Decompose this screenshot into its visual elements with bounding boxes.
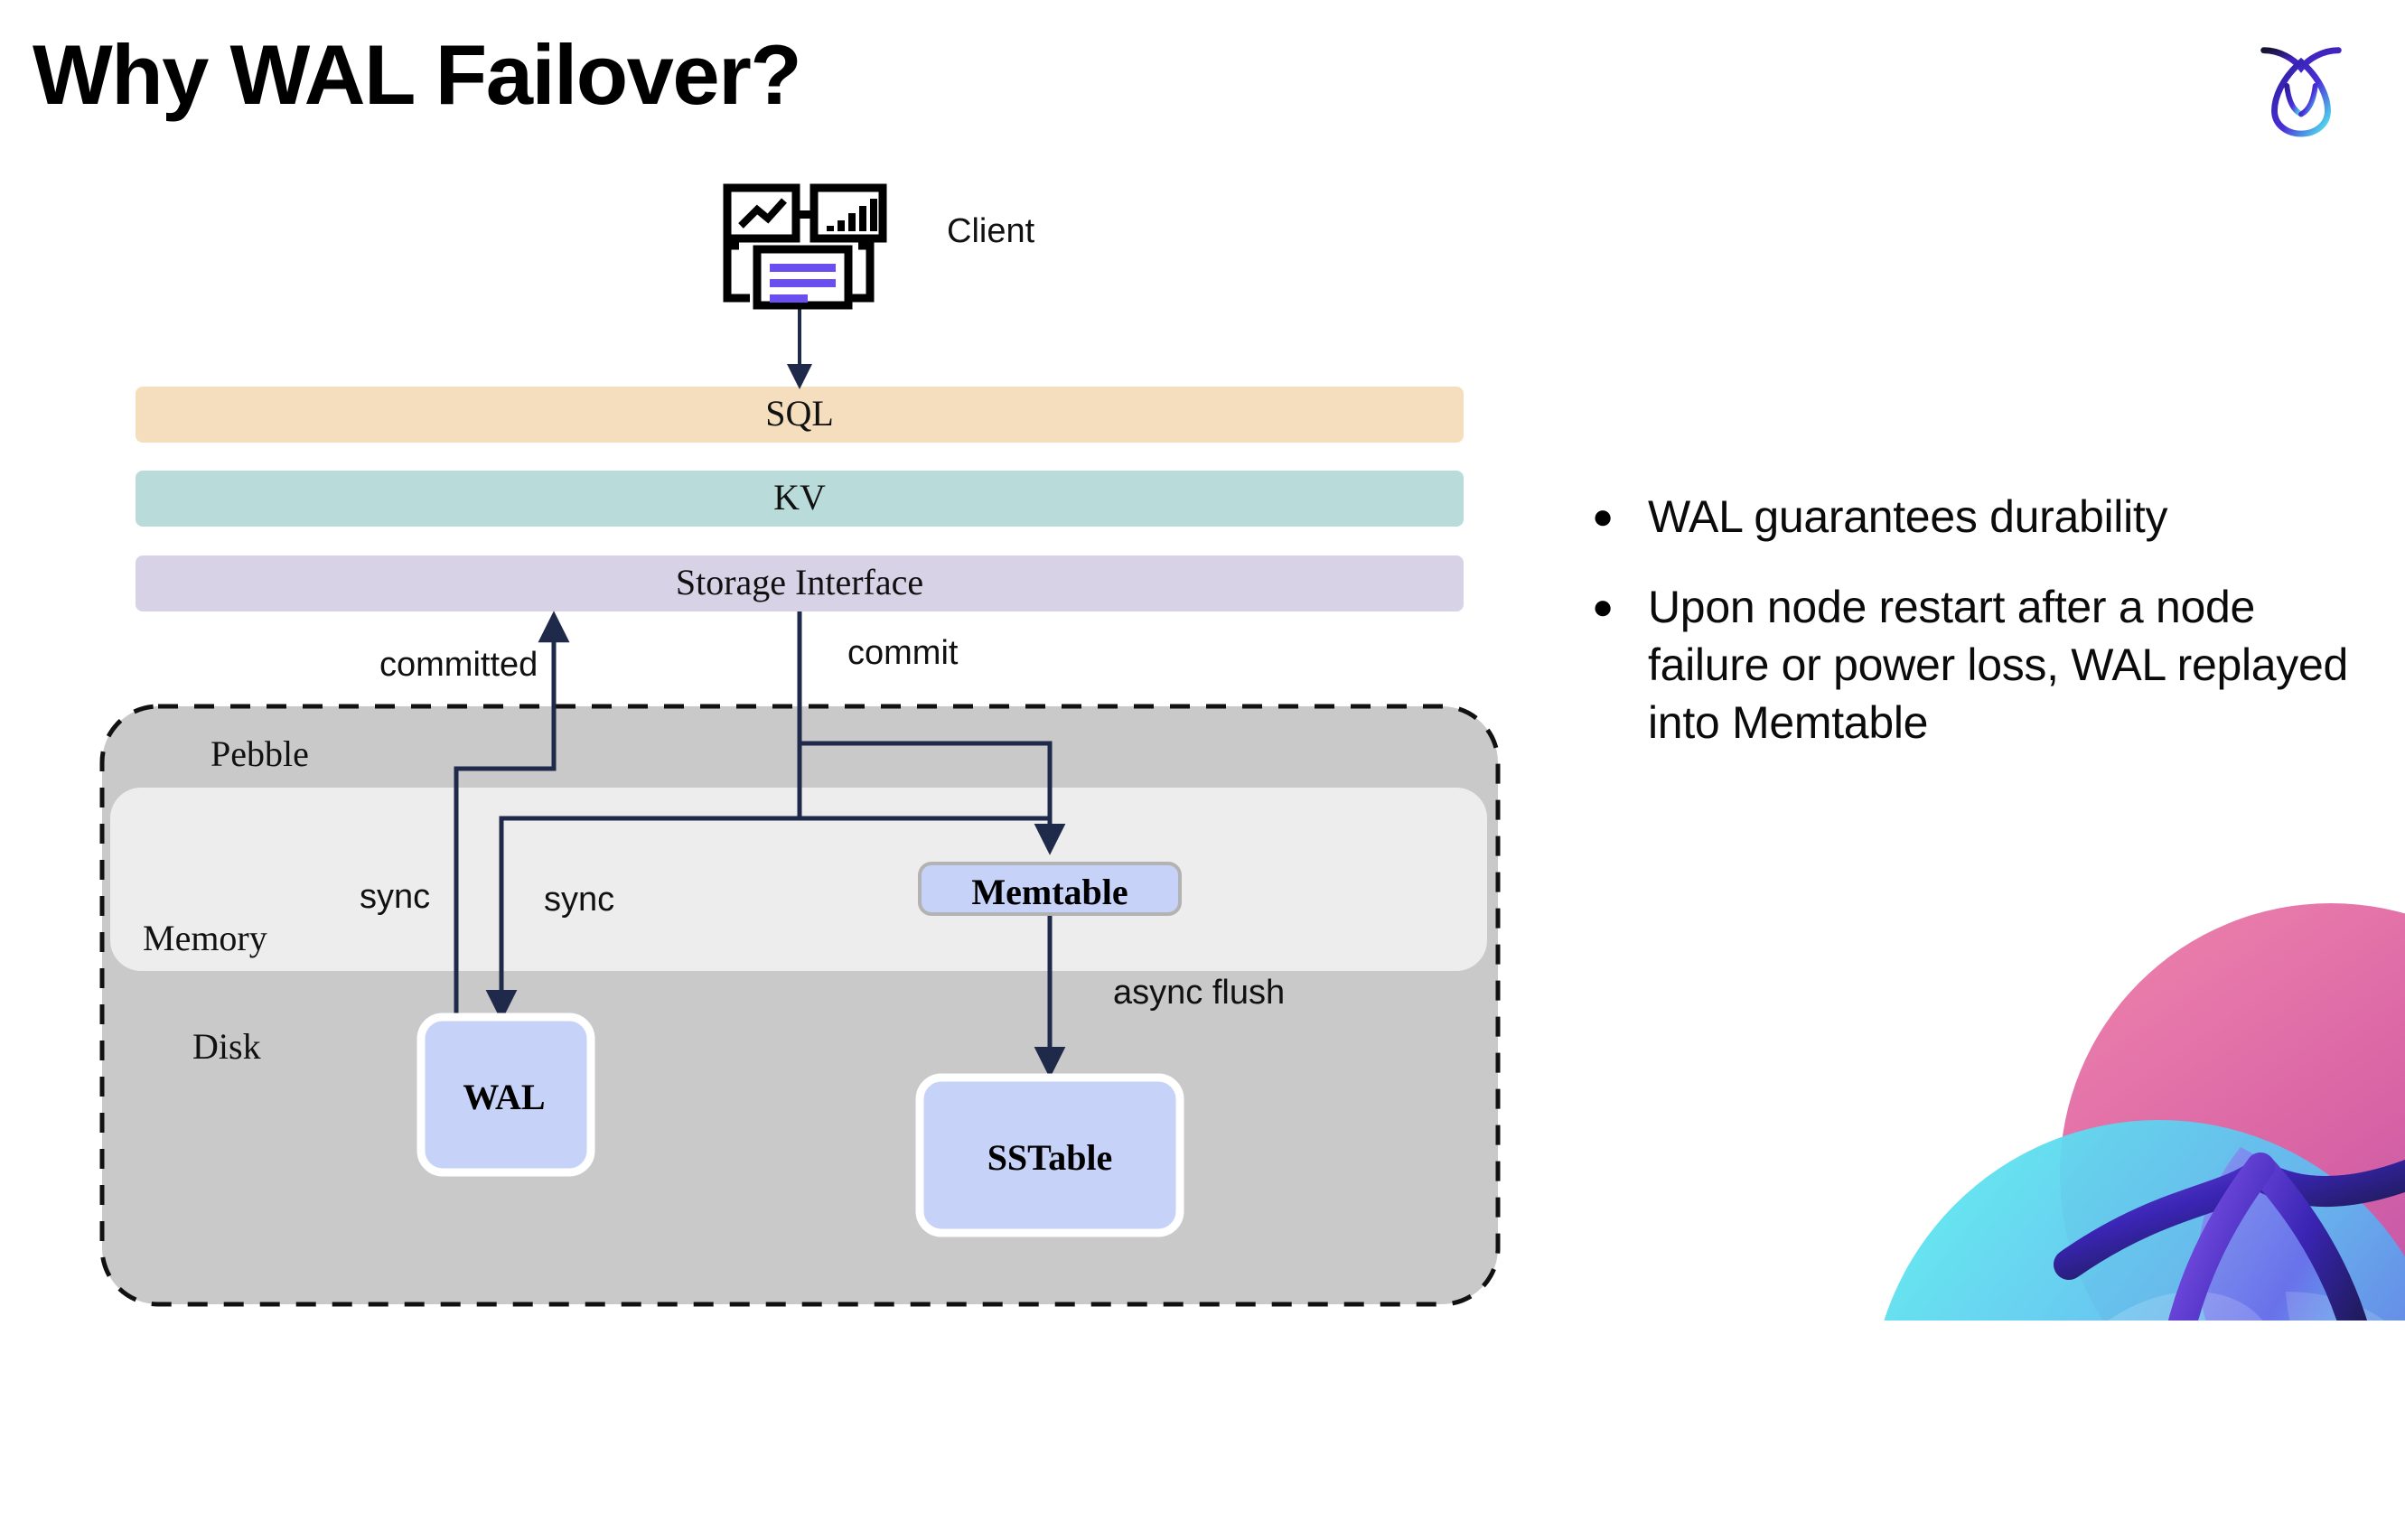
architecture-diagram: Pebble Memory Disk SQL KV Storage Interf…: [99, 183, 1501, 1307]
edge-label-committed: committed: [379, 646, 538, 684]
edge-label-async-flush: async flush: [1113, 974, 1285, 1012]
layer-label-sql: SQL: [765, 393, 834, 434]
disk-label: Disk: [192, 1026, 261, 1067]
bullet-marker: ●: [1592, 497, 1614, 537]
edge-label-sync-right: sync: [544, 881, 614, 919]
node-wal[interactable]: WAL: [416, 1013, 595, 1177]
edge-storage-to-memtable: [797, 611, 1066, 855]
layer-bar-storage: Storage Interface: [136, 555, 1464, 611]
bullet-list: ● WAL guarantees durability ● Upon node …: [1586, 488, 2363, 784]
node-label-wal: WAL: [463, 1077, 545, 1117]
list-item: ● WAL guarantees durability: [1586, 488, 2363, 546]
client-label: Client: [947, 212, 1035, 250]
bullet-text: WAL guarantees durability: [1648, 491, 2168, 542]
memory-label: Memory: [143, 918, 267, 958]
edge-wal-to-storage: [454, 611, 570, 1021]
pebble-label: Pebble: [211, 733, 309, 774]
edge-commit-branch: [800, 741, 1053, 818]
cockroachdb-watermark-graphic: [1861, 903, 2405, 1535]
node-sstable[interactable]: SSTable: [915, 1073, 1184, 1237]
layer-bar-sql: SQL: [136, 387, 1464, 443]
page-title: Why WAL Failover?: [33, 27, 802, 122]
bullet-text: Upon node restart after a node failure o…: [1648, 582, 2349, 748]
node-label-memtable: Memtable: [971, 872, 1128, 912]
client-dashboard-icon: [723, 183, 887, 310]
cockroachdb-logo: [2248, 33, 2354, 139]
layer-bar-kv: KV: [136, 471, 1464, 527]
list-item: ● Upon node restart after a node failure…: [1586, 578, 2363, 751]
layer-label-kv: KV: [773, 477, 826, 518]
node-label-sstable: SSTable: [987, 1137, 1113, 1178]
bullet-marker: ●: [1592, 587, 1614, 627]
edge-label-sync-left: sync: [360, 878, 430, 916]
node-memtable[interactable]: Memtable: [918, 862, 1182, 916]
edge-sync-to-wal: [485, 816, 800, 1022]
edge-label-commit: commit: [847, 634, 959, 672]
layer-label-storage: Storage Interface: [676, 562, 923, 602]
